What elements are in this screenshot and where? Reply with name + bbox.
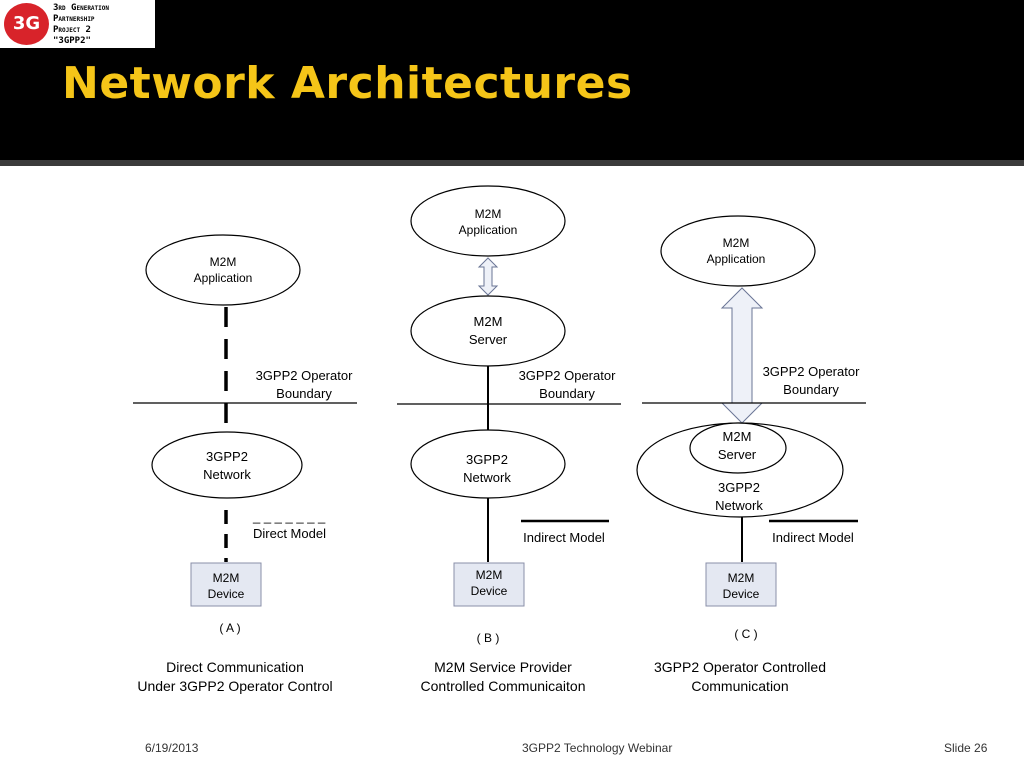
panel-b-shapes [397,185,621,607]
slide-header [0,0,1024,160]
panel-a-id-label: ( A ) [219,621,241,635]
architecture-diagram [133,185,866,607]
panel-a-device-box [190,562,262,607]
panel-b-id-label: ( B ) [476,631,500,645]
header-divider [0,160,1024,166]
panel-a-app-ellipse [145,234,301,306]
panel-a-shapes [133,234,357,607]
slide-title: Network Architectures [62,58,633,109]
panel-c-shapes [636,215,866,607]
panel-b-model-label: Indirect Model [523,530,605,545]
panel-c-id-label: ( C ) [734,627,758,641]
panel-b-double-arrow [477,257,499,296]
panel-c-server-ellipse [689,422,787,474]
logo-badge: 3G [4,3,49,45]
panel-a-model-label: Direct Model [253,526,326,541]
panel-a-model-dashes: _ _ _ _ _ _ _ [253,509,326,524]
footer-date: 6/19/2013 [145,741,199,755]
panel-a-network-ellipse [151,431,303,499]
panel-c-app-ellipse [660,215,816,287]
panel-c-model-label: Indirect Model [772,530,854,545]
panel-b-device-box [453,562,525,607]
footer-slide-number: Slide 26 [944,741,988,755]
panel-c-device-box [705,562,777,607]
footer-event: 3GPP2 Technology Webinar [522,741,673,755]
panel-b-app-ellipse [410,185,566,257]
